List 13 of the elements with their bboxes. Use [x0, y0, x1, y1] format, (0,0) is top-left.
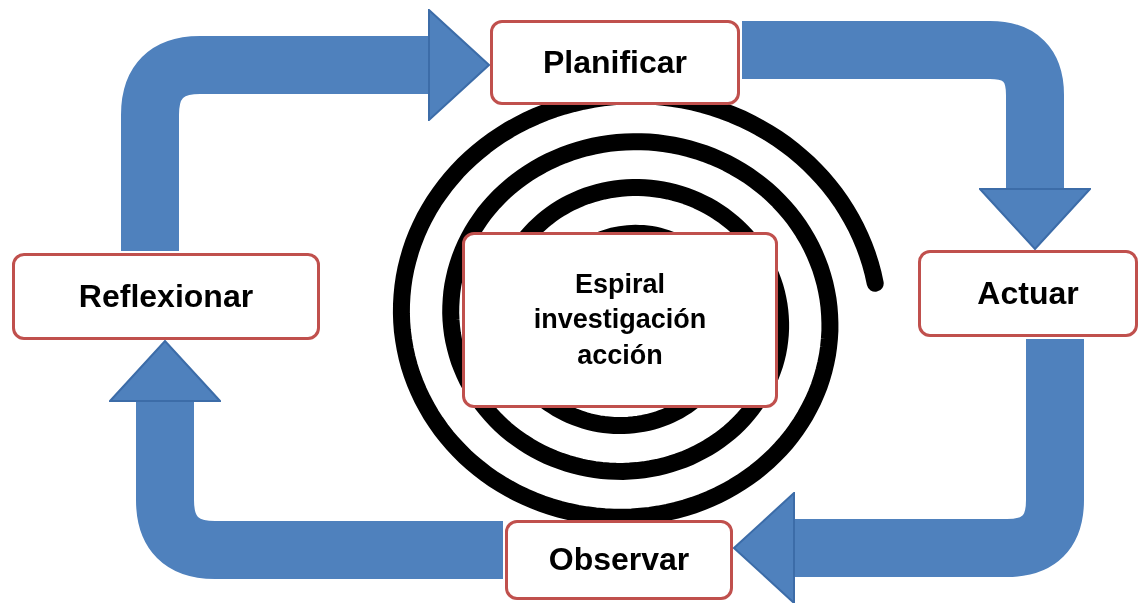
stage-label: Observar [548, 540, 690, 580]
stage-label: Planificar [542, 42, 688, 82]
stage-box [12, 253, 320, 340]
block-arrow [733, 339, 1084, 603]
stage-box [462, 232, 778, 408]
stage-box [505, 520, 733, 600]
block-arrow [109, 340, 503, 579]
stage-label: Actuar [977, 273, 1079, 313]
stage-box [490, 20, 740, 105]
block-arrow [742, 21, 1091, 250]
stage-box [918, 250, 1138, 337]
stage-label: Reflexionar [78, 276, 254, 316]
stage-label: Espiral investigación acción [532, 268, 708, 372]
